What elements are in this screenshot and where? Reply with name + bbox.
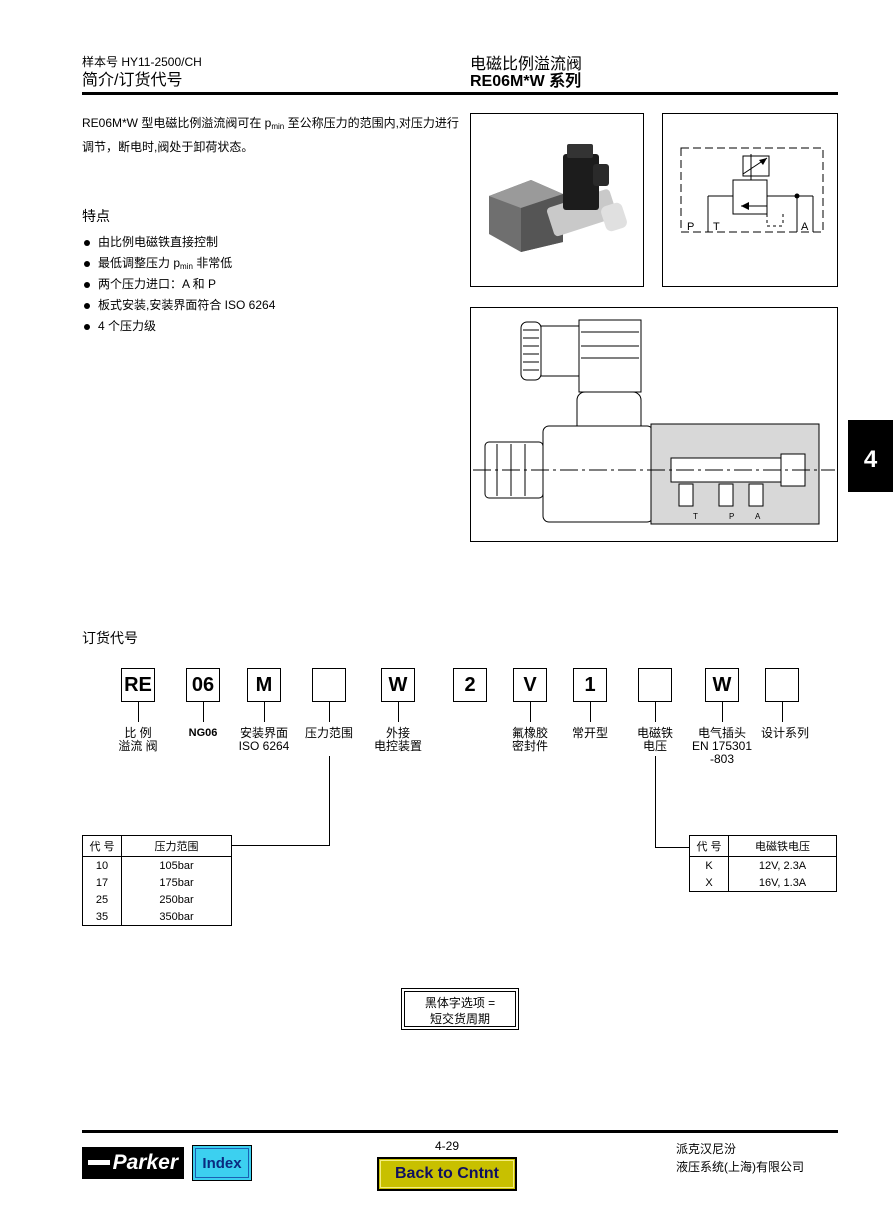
code-label: NG06 xyxy=(188,727,218,739)
code-label: 外接 电控装置 xyxy=(373,726,422,753)
code-box xyxy=(638,668,672,702)
code-box: W xyxy=(381,668,415,702)
table-header: 代 号 xyxy=(689,835,729,857)
code-box: 1 xyxy=(573,668,607,702)
feature-item: 最低调整压力 pmin 非常低 xyxy=(84,253,275,274)
leader-line xyxy=(655,847,689,848)
note-line-2: 短交货周期 xyxy=(429,1012,490,1026)
section-port-t: T xyxy=(693,512,698,521)
table-cell: X xyxy=(689,874,729,892)
series-name: RE06M*W 系列 xyxy=(470,73,582,90)
code-box: V xyxy=(513,668,547,702)
catalog-number: 样本号 HY11-2500/CH xyxy=(82,55,202,69)
code-box: 2 xyxy=(453,668,487,702)
table-cell: 17 xyxy=(82,874,122,891)
header-rule xyxy=(82,92,838,95)
hydraulic-symbol: P T A xyxy=(662,113,838,287)
code-label: 压力范围 xyxy=(304,726,353,740)
code-label: 安装界面 ISO 6264 xyxy=(238,726,290,753)
table-cell: 16V, 1.3A xyxy=(728,874,837,892)
symbol-port-p: P xyxy=(687,221,694,233)
symbol-port-t: T xyxy=(713,221,720,233)
code-box: RE xyxy=(121,668,155,702)
product-name: 电磁比例溢流阀 xyxy=(470,56,583,73)
connector-line xyxy=(138,702,139,722)
features-list: 由比例电磁铁直接控制 最低调整压力 pmin 非常低 两个压力进口：A 和 P … xyxy=(84,232,275,337)
product-photo xyxy=(470,113,644,287)
symbol-port-a: A xyxy=(801,221,809,233)
table-cell: K xyxy=(689,856,729,874)
features-title: 特点 xyxy=(82,208,110,224)
connector-line xyxy=(782,702,783,722)
feature-item: 两个压力进口：A 和 P xyxy=(84,274,275,295)
section-port-a: A xyxy=(755,512,761,521)
index-button[interactable]: Index xyxy=(192,1145,252,1181)
page-number: 4-29 xyxy=(434,1139,460,1153)
section-title: 简介/订货代号 xyxy=(82,72,183,89)
table-cell: 175bar xyxy=(121,874,232,891)
feature-item: 4 个压力级 xyxy=(84,316,275,337)
chapter-tab: 4 xyxy=(848,420,893,492)
connector-line xyxy=(655,702,656,722)
code-label: 比 例 溢流 阀 xyxy=(118,726,158,753)
table-cell: 25 xyxy=(82,891,122,908)
table-cell: 105bar xyxy=(121,856,232,874)
table-cell: 350bar xyxy=(121,908,232,926)
parker-logo: Parker xyxy=(82,1147,184,1179)
table-cell: 12V, 2.3A xyxy=(728,856,837,874)
code-box xyxy=(312,668,346,702)
connector-line xyxy=(398,702,399,722)
note-box: 黑体字选项 = 短交货周期 xyxy=(401,988,519,1030)
connector-line xyxy=(722,702,723,722)
connector-line xyxy=(329,702,330,722)
table-header: 电磁铁电压 xyxy=(728,835,837,857)
note-line-1: 黑体字选项 = xyxy=(424,996,496,1010)
intro-text: RE06M*W 型电磁比例溢流阀可在 pmin 至公称压力的范围内,对压力进行调… xyxy=(82,116,459,154)
code-box xyxy=(765,668,799,702)
logo-stripe xyxy=(88,1160,110,1165)
leader-line xyxy=(232,845,330,846)
table-header: 压力范围 xyxy=(121,835,232,857)
code-box: M xyxy=(247,668,281,702)
code-label: 氟橡胶 密封件 xyxy=(511,726,548,753)
code-label: 设计系列 xyxy=(760,726,809,740)
back-to-contents-button[interactable]: Back to Cntnt xyxy=(377,1157,517,1191)
section-drawing: T P A xyxy=(470,307,838,542)
code-label: 电磁铁 电压 xyxy=(636,726,673,753)
leader-line xyxy=(655,756,656,847)
connector-line xyxy=(590,702,591,722)
feature-item: 板式安装,安装界面符合 ISO 6264 xyxy=(84,295,275,316)
code-label: 电气插头 EN 175301 -803 xyxy=(691,726,753,766)
footer-rule xyxy=(82,1130,838,1133)
section-port-p: P xyxy=(729,512,734,521)
leader-line xyxy=(329,756,330,845)
table-cell: 10 xyxy=(82,856,122,874)
feature-item: 由比例电磁铁直接控制 xyxy=(84,232,275,253)
table-header: 代 号 xyxy=(82,835,122,857)
code-label: 常开型 xyxy=(571,726,608,740)
table-cell: 250bar xyxy=(121,891,232,908)
code-box: W xyxy=(705,668,739,702)
company-name-1: 派克汉尼汾 xyxy=(676,1142,737,1156)
ordering-title: 订货代号 xyxy=(82,630,138,646)
connector-line xyxy=(530,702,531,722)
code-box: 06 xyxy=(186,668,220,702)
connector-line xyxy=(264,702,265,722)
company-name-2: 液压系统(上海)有限公司 xyxy=(676,1160,804,1174)
connector-line xyxy=(203,702,204,722)
table-cell: 35 xyxy=(82,908,122,926)
